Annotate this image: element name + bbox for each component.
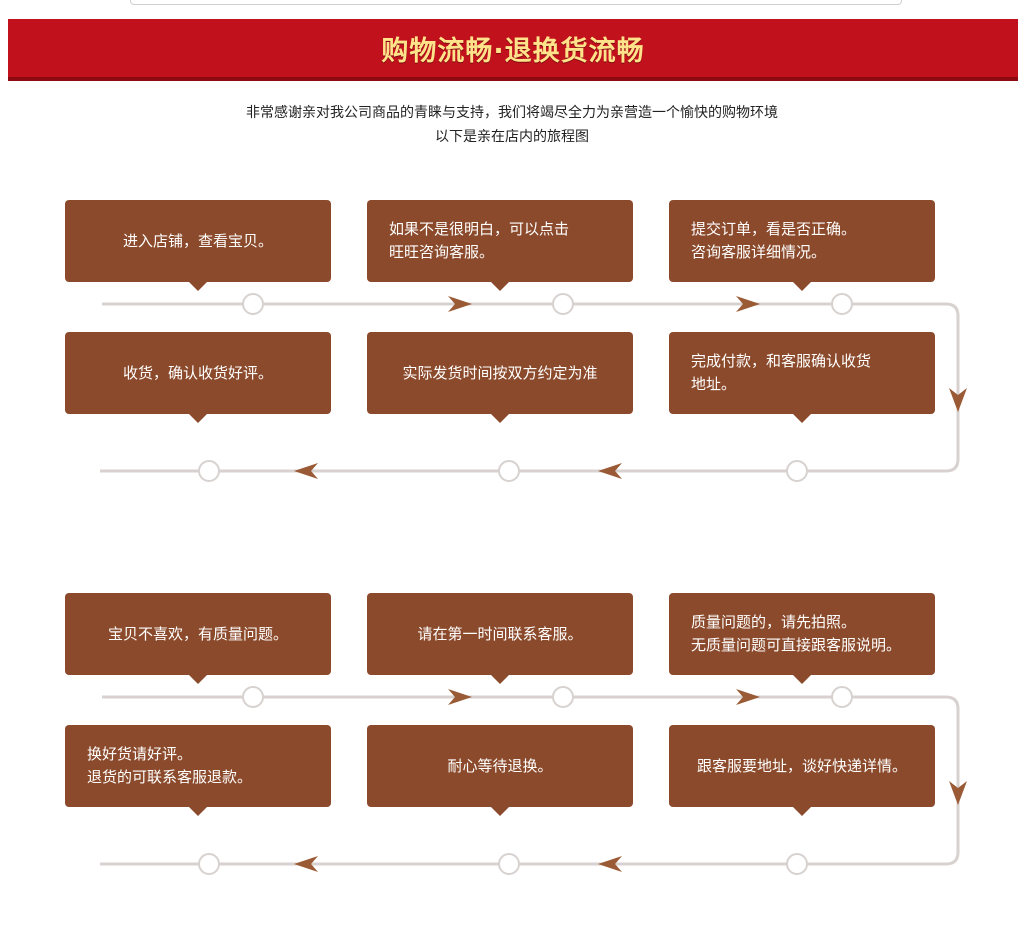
row2-b-arrow-icon (294, 463, 318, 479)
connector-line (100, 695, 960, 866)
step-box: 如果不是很明白，可以点击旺旺咨询客服。 (367, 200, 633, 291)
step-text-line: 咨询客服详细情况。 (691, 243, 827, 261)
step-box: 宝贝不喜欢，有质量问题。 (65, 593, 331, 684)
step-box: 实际发货时间按双方约定为准 (367, 332, 633, 423)
step-box: 进入店铺，查看宝贝。 (65, 200, 331, 291)
step-text-line: 跟客服要地址，谈好快递详情。 (696, 756, 907, 775)
step-text-line: 旺旺咨询客服。 (389, 243, 495, 261)
step-text-line: 耐心等待退换。 (447, 756, 553, 775)
step-text-line: 进入店铺，查看宝贝。 (122, 231, 273, 250)
step-node-circle (242, 686, 264, 708)
row1-b-arrow-icon (736, 296, 760, 312)
top-rule (130, 0, 902, 5)
row1-a-arrow-icon (448, 296, 472, 312)
step-text-line: 换好货请好评。 (87, 745, 193, 763)
flow-connector (100, 293, 967, 482)
return-flow: 宝贝不喜欢，有质量问题。 请在第一时间联系客服。 质量问题的，请先拍照。无质量问题可… (0, 593, 1024, 893)
row2-a-arrow-icon (598, 856, 622, 872)
step-text-line: 实际发货时间按双方约定为准 (402, 363, 598, 382)
step-node-circle (552, 686, 574, 708)
step-text: 换好货请好评。退货的可联系客服退款。 (87, 743, 309, 789)
step-text-line: 提交订单，看是否正确。 (691, 220, 857, 238)
row1-a-arrow-icon (448, 689, 472, 705)
step-node-circle (552, 293, 574, 315)
section-banner: 购物流畅·退换货流畅 (8, 19, 1018, 81)
step-text-line: 质量问题的，请先拍照。 (691, 613, 857, 631)
step-text-line: 地址。 (691, 375, 737, 393)
step-text: 耐心等待退换。 (389, 755, 611, 778)
step-text-line: 收货，确认收货好评。 (122, 363, 273, 382)
step-node-circle (786, 460, 808, 482)
step-text-line: 请在第一时间联系客服。 (417, 624, 583, 643)
step-text: 跟客服要地址，谈好快递详情。 (691, 755, 913, 778)
step-node-circle (198, 853, 220, 875)
intro-line-1: 非常感谢亲对我公司商品的青睐与支持，我们将竭尽全力为亲营造一个愉快的购物环境 (246, 105, 778, 121)
step-node-circle (198, 460, 220, 482)
step-text: 进入店铺，查看宝贝。 (87, 230, 309, 253)
flow-connector (100, 686, 967, 875)
step-text: 宝贝不喜欢，有质量问题。 (87, 623, 309, 646)
intro-line-2: 以下是亲在店内的旅程图 (435, 129, 589, 145)
step-text-line: 如果不是很明白，可以点击 (389, 220, 570, 238)
step-node-circle (831, 686, 853, 708)
step-text: 实际发货时间按双方约定为准 (389, 362, 611, 385)
step-box: 换好货请好评。退货的可联系客服退款。 (65, 725, 331, 816)
step-text-line: 退货的可联系客服退款。 (87, 768, 253, 786)
step-text-line: 宝贝不喜欢，有质量问题。 (107, 624, 288, 643)
connector-line (100, 302, 960, 473)
step-box: 提交订单，看是否正确。咨询客服详细情况。 (669, 200, 935, 291)
step-text: 完成付款，和客服确认收货地址。 (691, 350, 913, 396)
step-box: 跟客服要地址，谈好快递详情。 (669, 725, 935, 816)
step-box: 收货，确认收货好评。 (65, 332, 331, 423)
step-text: 收货，确认收货好评。 (87, 362, 309, 385)
row1-b-arrow-icon (736, 689, 760, 705)
step-node-circle (498, 853, 520, 875)
step-text-line: 完成付款，和客服确认收货 (691, 352, 872, 370)
banner-title: 购物流畅·退换货流畅 (381, 35, 645, 67)
step-node-circle (498, 460, 520, 482)
step-box: 质量问题的，请先拍照。无质量问题可直接跟客服说明。 (669, 593, 935, 684)
step-node-circle (242, 293, 264, 315)
step-node-circle (831, 293, 853, 315)
step-text-line: 无质量问题可直接跟客服说明。 (691, 636, 902, 654)
row2-a-arrow-icon (598, 463, 622, 479)
step-box: 耐心等待退换。 (367, 725, 633, 816)
step-text: 提交订单，看是否正确。咨询客服详细情况。 (691, 218, 913, 264)
step-node-circle (786, 853, 808, 875)
step-text: 如果不是很明白，可以点击旺旺咨询客服。 (389, 218, 611, 264)
bend-arrow-icon (949, 388, 967, 412)
step-box: 完成付款，和客服确认收货地址。 (669, 332, 935, 423)
bend-arrow-icon (949, 781, 967, 805)
step-text: 请在第一时间联系客服。 (389, 623, 611, 646)
step-text: 质量问题的，请先拍照。无质量问题可直接跟客服说明。 (691, 611, 913, 657)
purchase-flow: 进入店铺，查看宝贝。 如果不是很明白，可以点击旺旺咨询客服。 提交订单，看是否正确。… (0, 200, 1024, 500)
step-box: 请在第一时间联系客服。 (367, 593, 633, 684)
row2-b-arrow-icon (294, 856, 318, 872)
